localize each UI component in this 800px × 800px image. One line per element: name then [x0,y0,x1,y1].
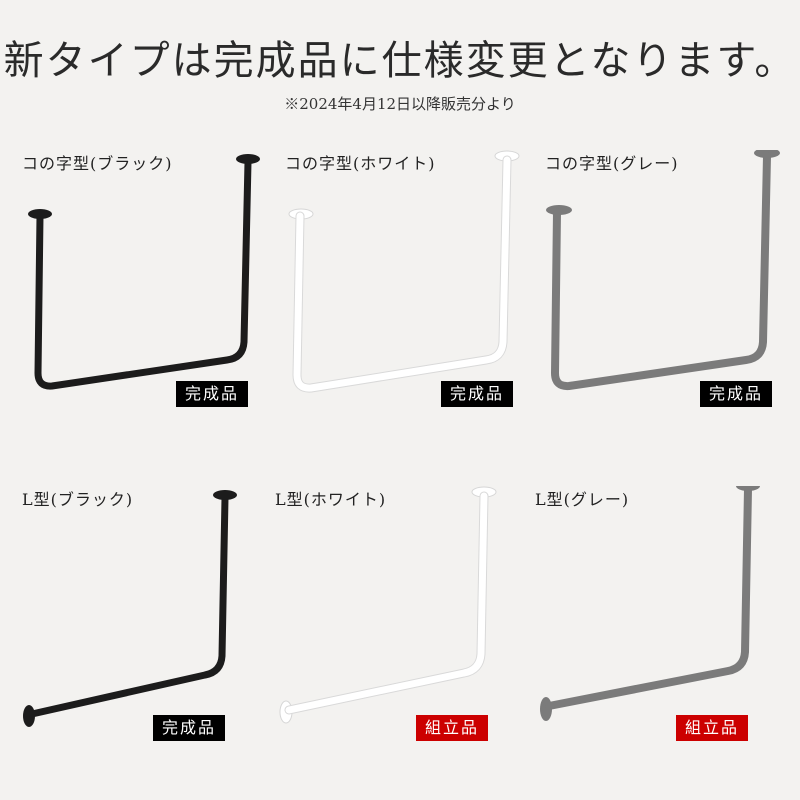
badge-complete: 完成品 [176,381,249,407]
u-shape-bar-black-image [28,154,260,390]
l-shape-bar-gray-image [540,486,760,721]
u-shape-bar-gray-image [546,150,780,391]
product-l-black: L型(ブラック) 完成品 [22,486,288,786]
product-l-white: L型(ホワイト) 組立品 [275,486,541,786]
badge-assembly: 組立品 [676,715,749,741]
badge-complete: 完成品 [153,715,226,741]
sale-date-note: ※2024年4月12日以降販売分より [284,95,516,113]
product-u-black: コの字型(ブラック) 完成品 [22,150,288,450]
badge-complete: 完成品 [700,381,773,407]
product-u-gray: コの字型(グレー) 完成品 [545,150,800,450]
l-shape-bar-black-image [23,490,237,727]
headline: 新タイプは完成品に仕様変更となります。 [3,38,797,84]
product-l-gray: L型(グレー) 組立品 [535,486,800,786]
product-label: L型(グレー) [535,490,630,509]
product-label: L型(ブラック) [22,490,134,509]
l-shape-bar-white-image [279,486,497,724]
product-label: コの字型(ブラック) [22,154,173,173]
badge-assembly: 組立品 [416,715,489,741]
product-label: コの字型(グレー) [545,154,679,173]
product-label: L型(ホワイト) [275,490,387,509]
product-label: コの字型(ホワイト) [285,154,436,173]
product-u-white: コの字型(ホワイト) 完成品 [285,150,551,450]
badge-complete: 完成品 [441,381,514,407]
u-shape-bar-white-image [288,150,520,393]
